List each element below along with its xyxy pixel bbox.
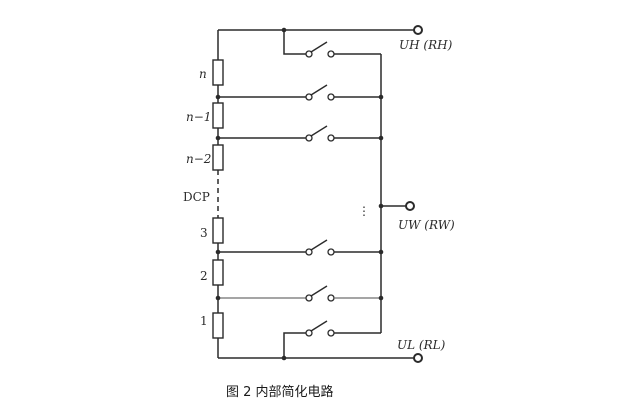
switch-blade [310, 239, 328, 251]
resistor-label-1: 1 [200, 314, 208, 328]
switch-contact [305, 294, 313, 302]
switch-contact [327, 329, 335, 337]
resistor-2 [212, 259, 224, 286]
switch-contact [327, 93, 335, 101]
junction-dot [378, 94, 384, 100]
junction-dot [378, 295, 384, 301]
terminal-high-label: UH (RH) [399, 38, 453, 52]
junction-dot [378, 249, 384, 255]
terminal-low[interactable] [413, 353, 423, 363]
resistor-n-minus-2 [212, 144, 224, 171]
switch-contact [327, 50, 335, 58]
resistor-1 [212, 312, 224, 339]
terminal-high[interactable] [413, 25, 423, 35]
junction-dot [215, 135, 221, 141]
switch-contact [305, 329, 313, 337]
switch-contact [327, 134, 335, 142]
resistor-label-3: 3 [200, 226, 208, 240]
switch-lead [283, 332, 306, 358]
switch-lead [283, 30, 306, 55]
switch-contact [305, 248, 313, 256]
resistor-n [212, 59, 224, 86]
switch-blade [310, 125, 328, 137]
switch-contact [327, 294, 335, 302]
switch-blade [310, 41, 328, 53]
switch-contact [305, 134, 313, 142]
terminal-wiper-label: UW (RW) [398, 218, 455, 232]
junction-dot [215, 295, 221, 301]
switch-blade [310, 320, 328, 332]
switch-contact [305, 50, 313, 58]
junction-dot [378, 203, 384, 209]
figure-caption: 图 2 内部简化电路 [226, 384, 334, 400]
dcp-label: DCP [183, 190, 210, 204]
switch-blade [310, 84, 328, 96]
terminal-low-label: UL (RL) [397, 338, 446, 352]
resistor-label-n: n [199, 67, 207, 81]
resistor-3 [212, 217, 224, 244]
switch-contact [305, 93, 313, 101]
ellipsis-marker: ⋮ [358, 204, 370, 218]
resistor-label-2: 2 [200, 269, 208, 283]
junction-dot [378, 135, 384, 141]
switch-blade [310, 285, 328, 297]
junction-dot [215, 94, 221, 100]
switch-contact [327, 248, 335, 256]
resistor-label-n-minus-2: n−2 [186, 152, 211, 166]
junction-dot [215, 249, 221, 255]
resistor-n-minus-1 [212, 102, 224, 129]
terminal-wiper[interactable] [405, 201, 415, 211]
resistor-label-n-minus-1: n−1 [186, 110, 211, 124]
